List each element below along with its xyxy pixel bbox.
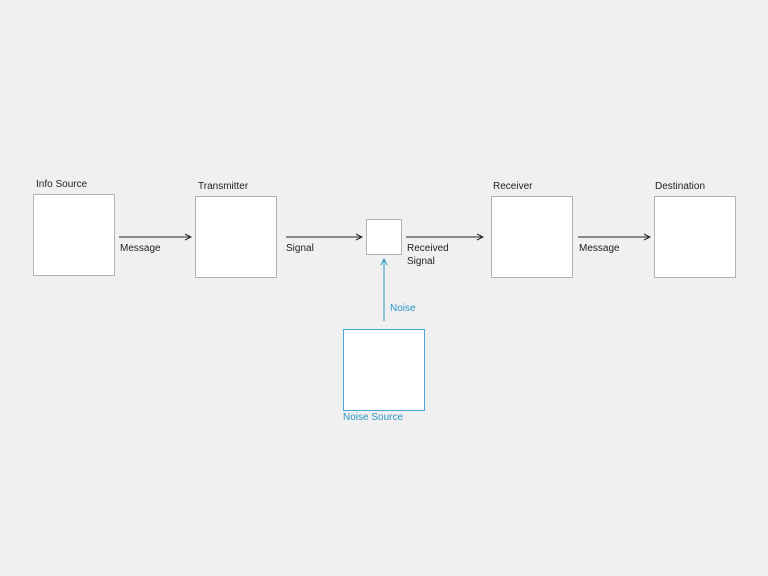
received-signal-label-line2: Signal [407,256,435,267]
noise-label: Noise [390,303,416,314]
transmitter-label: Transmitter [198,181,249,192]
destination-label: Destination [655,181,706,192]
signal-label: Signal [286,243,314,254]
message-label-2: Message [579,243,620,254]
message-label-1: Message [120,243,161,254]
receiver-label: Receiver [493,181,533,192]
received-signal-label-line1: Received [407,243,449,254]
noise-source-box [343,329,425,411]
info-source-box [33,194,115,276]
receiver-box [491,196,573,278]
info-source-label: Info Source [36,179,88,190]
destination-box [654,196,736,278]
channel-box [366,219,402,255]
noise-source-label: Noise Source [343,412,404,423]
transmitter-box [195,196,277,278]
